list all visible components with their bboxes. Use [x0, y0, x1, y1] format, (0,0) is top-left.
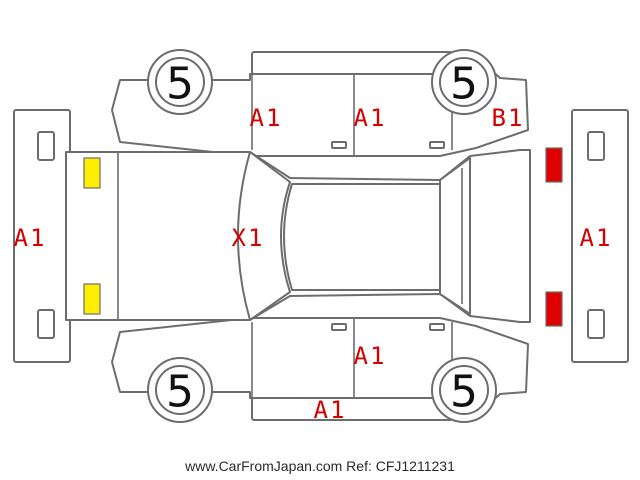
wheel-score: 5 [450, 367, 478, 418]
wheel-rear-right: 5 [431, 357, 497, 423]
rear-light-marker-bottom [545, 291, 563, 327]
rear-window [439, 157, 471, 315]
code-left-front-door: A1 [250, 104, 283, 132]
code-right-sill: A1 [314, 396, 347, 424]
rear-bumper [571, 109, 629, 363]
wheel-rear-left: 5 [431, 49, 497, 115]
front-light-marker-top [83, 157, 101, 189]
left-sill [251, 51, 453, 75]
wheel-score: 5 [450, 59, 478, 110]
code-left-rear-door: A1 [354, 104, 387, 132]
top-view-body [65, 149, 531, 323]
wheel-score: 5 [166, 367, 194, 418]
right-sill [251, 397, 453, 421]
code-left-quarter: B1 [492, 104, 525, 132]
front-light-marker-bottom [83, 283, 101, 315]
rear-light-marker-top [545, 147, 563, 183]
windshield [237, 151, 291, 321]
wheel-score: 5 [166, 59, 194, 110]
code-front-bumper: A1 [14, 224, 47, 252]
wheel-front-right: 5 [147, 357, 213, 423]
code-right-rear-door: A1 [354, 342, 387, 370]
roof [283, 183, 441, 291]
code-roof-windshield: X1 [232, 224, 265, 252]
wheel-front-left: 5 [147, 49, 213, 115]
watermark-reference: www.CarFromJapan.com Ref: CFJ1211231 [185, 458, 455, 474]
code-rear-bumper: A1 [580, 224, 613, 252]
